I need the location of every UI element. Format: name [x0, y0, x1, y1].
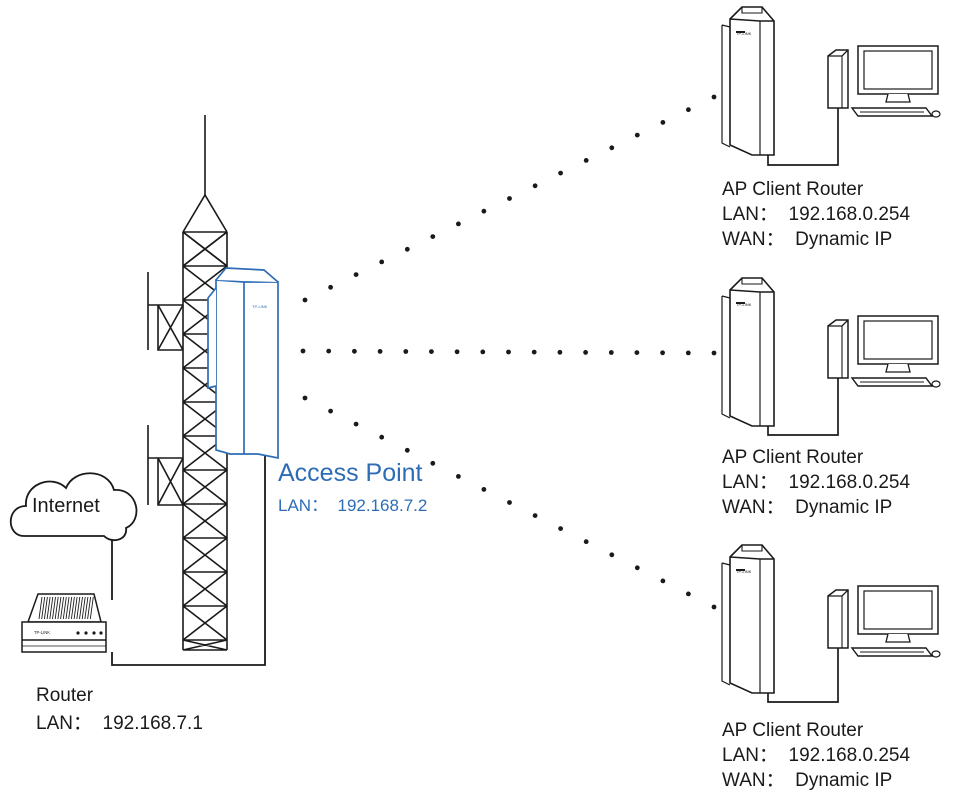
svg-text:TP-LINK: TP-LINK [34, 630, 50, 635]
internet-label: Internet [32, 495, 100, 517]
client-cpe-brand-1: TP-LINK [736, 31, 752, 36]
wireless-link-3 [302, 395, 717, 610]
client-cpe-brand-3: TP-LINK [736, 569, 752, 574]
client-cpe-1 [721, 6, 775, 156]
client-cpe-brand-2: TP-LINK [736, 302, 752, 307]
client-3-lan: LAN： 192.168.0.254 [722, 745, 911, 766]
ethernet-cables [111, 455, 266, 666]
router-lan: LAN： 192.168.7.1 [36, 713, 203, 734]
access-point-device: TP-LINK [207, 267, 279, 460]
client-2-wan: WAN： Dynamic IP [722, 497, 893, 518]
client-2-lan: LAN： 192.168.0.254 [722, 472, 911, 493]
client-2-title: AP Client Router [722, 447, 864, 468]
client-3-title: AP Client Router [722, 720, 864, 741]
wireless-link-2 [300, 348, 717, 356]
router-icon: TP-LINK [21, 593, 107, 653]
client-cpe-2 [721, 277, 775, 427]
svg-text:TP-LINK: TP-LINK [252, 304, 268, 309]
wireless-links [300, 94, 717, 610]
client-pc-2 [827, 315, 941, 388]
wireless-link-1 [302, 94, 717, 303]
client-3-wan: WAN： Dynamic IP [722, 770, 893, 791]
client-1-wan: WAN： Dynamic IP [722, 229, 893, 250]
client-1-lan: LAN： 192.168.0.254 [722, 204, 911, 225]
client-1-title: AP Client Router [722, 179, 864, 200]
client-cpe-3 [721, 544, 775, 694]
client-pc-1 [827, 45, 941, 118]
client-cables [767, 108, 839, 703]
lattice-tower [147, 115, 228, 651]
access-point-title: Access Point [278, 459, 423, 487]
cloud-icon [9, 472, 138, 542]
client-pc-3 [827, 585, 941, 658]
router-title: Router [36, 685, 94, 706]
access-point-lan: LAN： 192.168.7.2 [278, 496, 428, 515]
